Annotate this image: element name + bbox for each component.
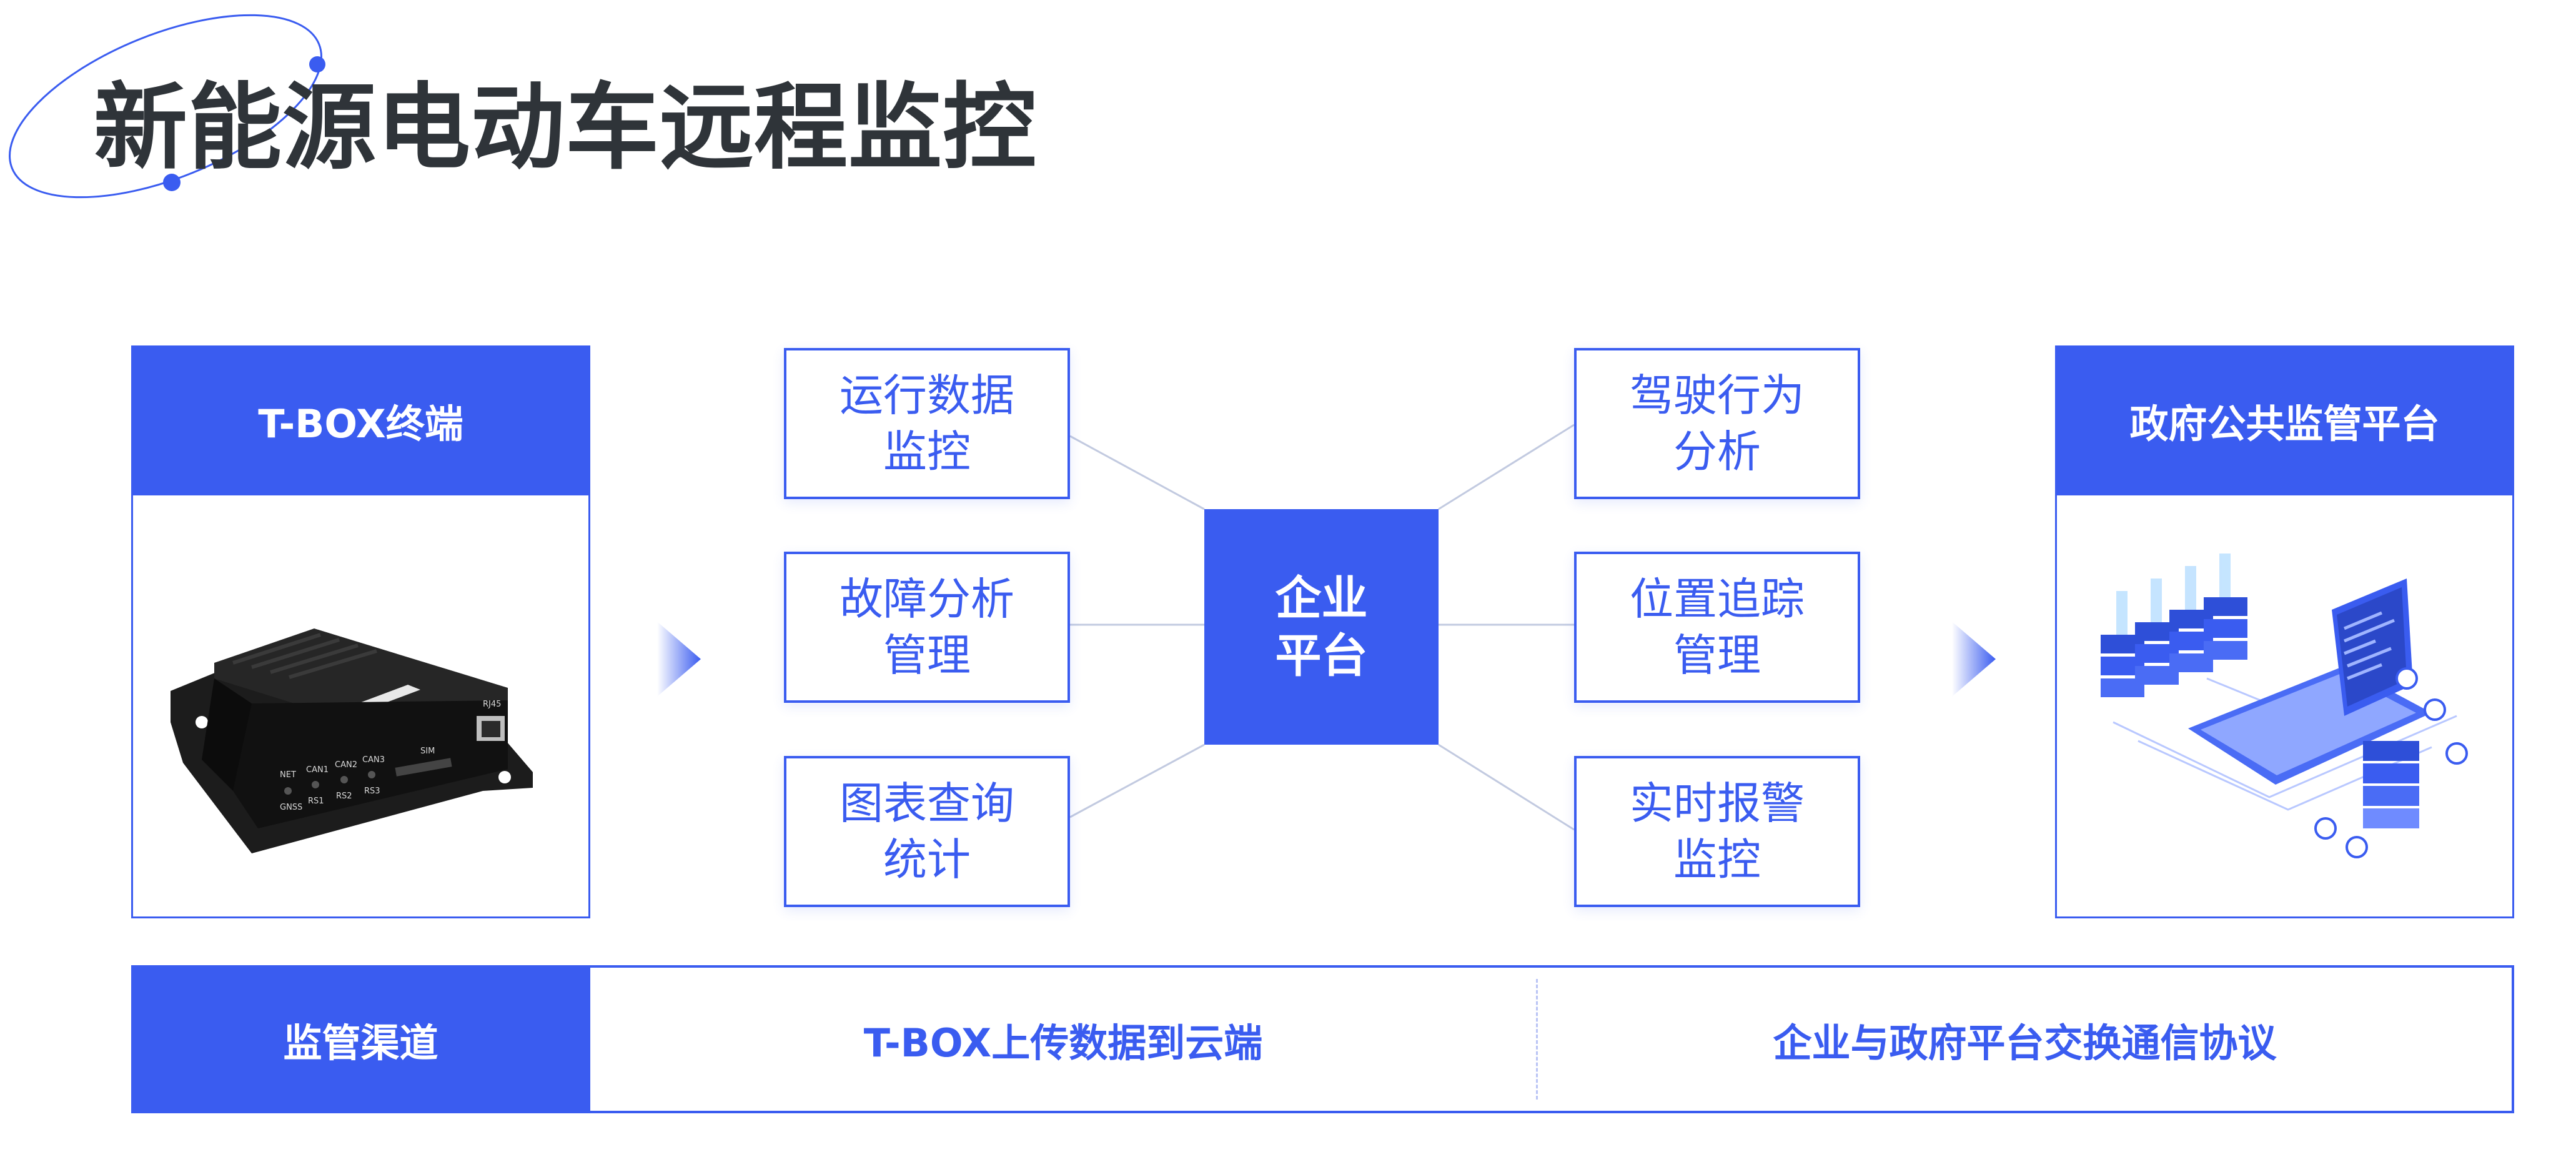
feature-box-driving-behavior: 驾驶行为 分析 [1574, 348, 1860, 499]
feature-box-realtime-alarm: 实时报警 监控 [1574, 756, 1860, 907]
feature-line: 分析 [1673, 426, 1761, 477]
feature-box-fault-analysis: 故障分析 管理 [784, 552, 1070, 703]
device-label: CAN3 [362, 755, 385, 765]
feature-line: 统计 [883, 834, 971, 885]
tbox-panel: T-BOX终端 NET CAN1 CAN2 CAN3 GNSS RS1 RS2 [131, 345, 590, 918]
gov-platform-heading: 政府公共监管平台 [2055, 345, 2514, 495]
device-label: CAN2 [335, 760, 357, 770]
feature-box-chart-query: 图表查询 统计 [784, 756, 1070, 907]
supervision-channel-heading: 监管渠道 [131, 965, 590, 1113]
device-label: GNSS [280, 803, 302, 812]
tbox-device-image: NET CAN1 CAN2 CAN3 GNSS RS1 RS2 RS3 SIM … [171, 628, 533, 853]
center-line: 平台 [1275, 628, 1368, 683]
feature-line: 运行数据 [840, 370, 1014, 421]
connector-line [1069, 743, 1205, 818]
orbit-decoration [9, 14, 325, 199]
cloud-servers-image [2101, 554, 2468, 858]
enterprise-platform-node: 企业 平台 [1204, 509, 1439, 745]
feature-line: 监控 [883, 426, 971, 477]
feature-line: 驾驶行为 [1630, 370, 1805, 421]
device-label: SIM [420, 747, 435, 756]
feature-box-operation-monitoring: 运行数据 监控 [784, 348, 1070, 499]
device-label: RJ45 [483, 700, 501, 709]
feature-line: 位置追踪 [1630, 574, 1805, 625]
center-line: 企业 [1275, 571, 1368, 625]
chevron-right-icon [1952, 622, 1996, 697]
orbit-dot-icon [163, 174, 181, 191]
feature-line: 故障分析 [840, 574, 1014, 625]
feature-box-location-tracking: 位置追踪 管理 [1574, 552, 1860, 703]
connector-line [1438, 424, 1575, 510]
channel-tbox-upload: T-BOX上传数据到云端 [863, 1020, 1263, 1066]
device-label: RS3 [364, 787, 380, 796]
feature-line: 管理 [1673, 630, 1761, 681]
page-title: 新能源电动车远程监控 [94, 74, 1038, 182]
connector-line [1069, 435, 1205, 510]
device-label: NET [280, 770, 296, 780]
chevron-right-icon [657, 622, 701, 697]
feature-line: 管理 [883, 630, 971, 681]
gov-platform-panel: 政府公共监管平台 [2055, 345, 2514, 918]
connector-line [1438, 743, 1575, 831]
tbox-panel-heading: T-BOX终端 [131, 345, 590, 495]
device-label: CAN1 [306, 765, 329, 775]
feature-line: 实时报警 [1630, 778, 1805, 829]
supervision-channel-bar: 监管渠道 T-BOX上传数据到云端 企业与政府平台交换通信协议 [131, 965, 2514, 1113]
feature-line: 监控 [1673, 834, 1761, 885]
device-label: RS2 [336, 792, 352, 801]
orbit-dot-icon [309, 56, 325, 72]
divider [1536, 979, 1538, 1100]
device-label: RS1 [308, 797, 324, 806]
channel-protocol-exchange: 企业与政府平台交换通信协议 [1773, 1020, 2277, 1066]
feature-line: 图表查询 [840, 778, 1014, 829]
